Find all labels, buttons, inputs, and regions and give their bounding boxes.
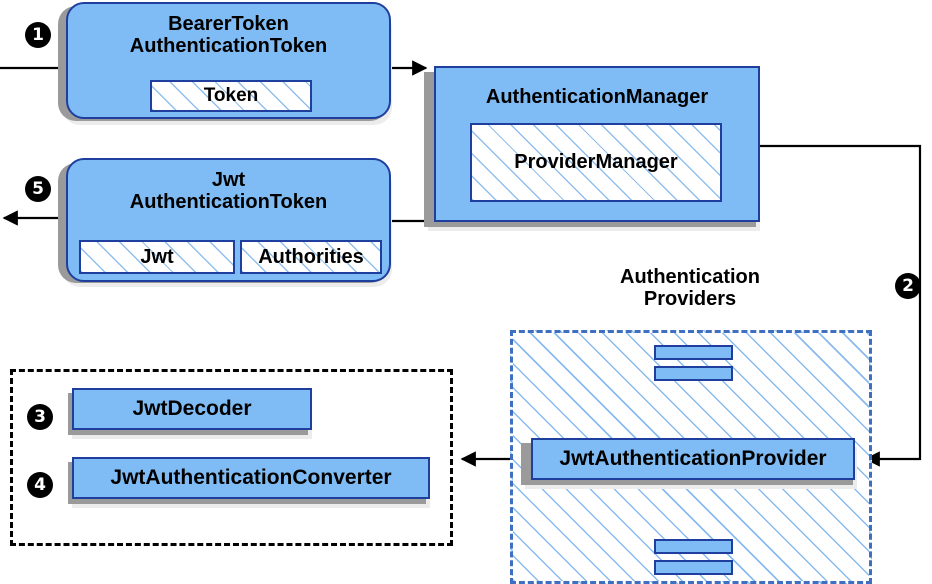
authentication-manager-title: AuthenticationManager — [485, 86, 709, 108]
provider-placeholder-bar-bottom-2 — [654, 560, 733, 575]
slot-jwt: Jwt — [79, 240, 235, 274]
step-marker-5: 5 — [25, 176, 51, 202]
slot-authorities: Authorities — [240, 240, 382, 274]
step-marker-1: 1 — [25, 22, 51, 48]
node-jwt-decoder[interactable]: JwtDecoder — [72, 388, 312, 430]
bearer-token-title: BearerToken AuthenticationToken — [129, 13, 328, 58]
provider-placeholder-bar-top-2 — [654, 366, 733, 381]
step-marker-3: 3 — [27, 404, 53, 430]
step-marker-4: 4 — [27, 472, 53, 498]
provider-placeholder-bar-bottom-1 — [654, 539, 733, 554]
provider-placeholder-bar-top-1 — [654, 345, 733, 360]
node-jwt-authentication-provider[interactable]: JwtAuthenticationProvider — [531, 438, 855, 480]
jwt-authentication-converter-title: JwtAuthenticationConverter — [110, 466, 392, 489]
slot-token: Token — [150, 80, 312, 112]
slot-provider-manager: ProviderManager — [470, 123, 722, 202]
jwt-decoder-title: JwtDecoder — [132, 397, 252, 420]
node-jwt-authentication-converter[interactable]: JwtAuthenticationConverter — [72, 457, 430, 499]
step-marker-2: 2 — [895, 273, 921, 299]
group-jwt-support — [10, 369, 453, 546]
node-authentication-manager[interactable]: AuthenticationManager ProviderManager — [434, 66, 760, 222]
node-bearer-token-authentication-token[interactable]: BearerToken AuthenticationToken Token — [66, 2, 391, 119]
jwt-token-title: Jwt AuthenticationToken — [129, 169, 328, 214]
jwt-authentication-provider-title: JwtAuthenticationProvider — [559, 447, 827, 470]
authentication-providers-caption: Authentication Providers — [620, 266, 760, 311]
node-jwt-authentication-token[interactable]: Jwt AuthenticationToken Jwt Authorities — [66, 158, 391, 282]
